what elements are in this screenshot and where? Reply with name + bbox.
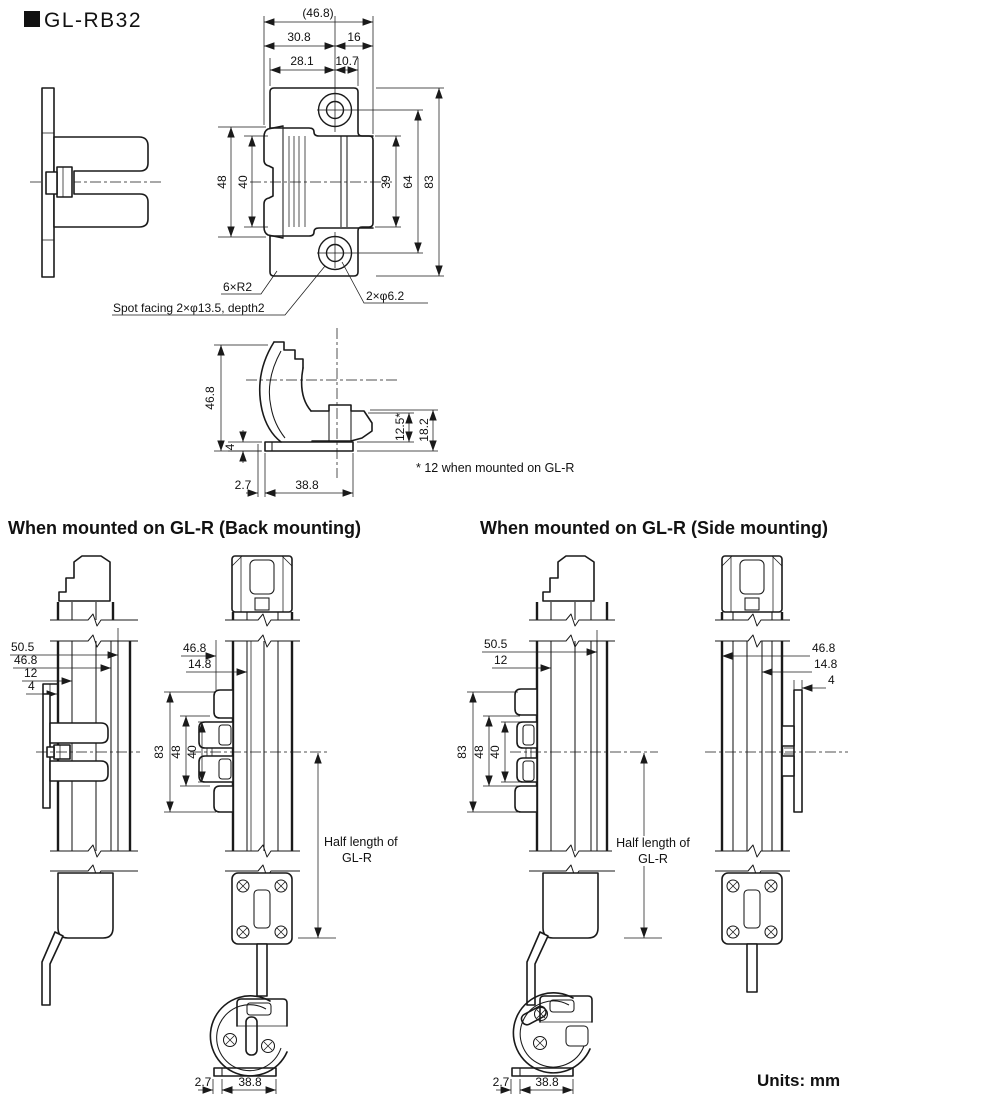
dim-bm-12: 12 [24, 666, 38, 680]
dim-total-height: 83 [422, 175, 436, 189]
dim-smf-48: 48 [472, 745, 486, 759]
bm-front-bottom-head [236, 879, 288, 939]
dim-sms-4: 4 [828, 673, 835, 687]
note-spot-facing: Spot facing 2×φ13.5, depth2 [113, 301, 265, 315]
dim-body-height: 40 [236, 175, 250, 189]
bm-side-dimensions: 50.5 46.8 12 4 [10, 628, 119, 698]
section-sm-dimensions: 2.7 38.8 [493, 1075, 574, 1094]
note-hole-diameter: 2×φ6.2 [366, 289, 404, 303]
units-label: Units: mm [757, 1071, 840, 1090]
section-side-mounting: 2.7 38.8 [493, 992, 593, 1094]
dim-tab-left: 28.1 [290, 54, 314, 68]
dim-base-offset: 2.7 [235, 478, 252, 492]
side-mounting-front-view: 83 48 40 50.5 12 Half length of GL-R [455, 555, 694, 1006]
label-half-length-sm-1: Half length of [616, 836, 690, 850]
profile-view: 46.8 4 12.5* 18.2 2.7 38.8 * 12 when mou… [203, 328, 574, 497]
sm-side-dimensions: 46.8 14.8 4 [722, 641, 838, 692]
label-half-length-sm-2: GL-R [638, 852, 668, 866]
dim-hole-pitch: 64 [401, 175, 415, 189]
profile-footnote: * 12 when mounted on GL-R [416, 461, 574, 475]
dim-sms-14-8: 14.8 [814, 657, 838, 671]
page-title: GL-RB32 [44, 9, 142, 32]
profile-dimensions: 46.8 4 12.5* 18.2 2.7 38.8 * 12 when mou… [203, 344, 574, 497]
dim-section-sm-width: 38.8 [535, 1075, 559, 1089]
dim-rail-height: 39 [379, 175, 393, 189]
dim-bmf-83: 83 [152, 745, 166, 759]
dim-profile-height: 46.8 [203, 386, 217, 410]
dim-overall-width: (46.8) [302, 6, 333, 20]
detail-side-view [30, 87, 164, 278]
dim-bmf-48: 48 [169, 745, 183, 759]
dim-bmf-14-8: 14.8 [188, 657, 212, 671]
dim-smf-40: 40 [488, 745, 502, 759]
dim-base-width: 38.8 [295, 478, 319, 492]
bm-front-dimensions: 83 48 40 46.8 14.8 Half length of GL-R [152, 640, 398, 939]
dim-slot-height: 12.5* [393, 413, 407, 441]
heading-back-mounting: When mounted on GL-R (Back mounting) [8, 518, 361, 538]
sm-side-bottom-head [726, 879, 778, 939]
dim-bm-4: 4 [28, 679, 35, 693]
side-mounting-side-view: 46.8 14.8 4 [705, 555, 848, 993]
dim-grip-height: 48 [215, 175, 229, 189]
profile-outline [258, 341, 373, 452]
label-backdrop [612, 836, 694, 866]
note-corner-radius: 6×R2 [223, 280, 252, 294]
dim-edge-height: 18.2 [417, 418, 431, 442]
dim-smf-83: 83 [455, 745, 469, 759]
dim-section-bm-width: 38.8 [238, 1075, 262, 1089]
bm-front-bracket [198, 689, 234, 813]
dim-smf-50-5: 50.5 [484, 637, 508, 651]
dim-base-thickness: 4 [223, 443, 237, 450]
dim-tab-right: 10.7 [335, 54, 359, 68]
title-square-icon [24, 11, 40, 27]
dim-w-right: 16 [347, 30, 361, 44]
dim-section-sm-off: 2.7 [493, 1075, 510, 1089]
sm-front-bracket [514, 688, 538, 813]
dim-bmf-46-8: 46.8 [183, 641, 207, 655]
dim-smf-12: 12 [494, 653, 508, 667]
section-bm-dimensions: 2.7 38.8 [195, 1075, 277, 1094]
dim-section-bm-off: 2.7 [195, 1075, 212, 1089]
dim-bmf-40: 40 [185, 745, 199, 759]
back-mounting-side-view: 50.5 46.8 12 4 [10, 555, 140, 1006]
dim-w-left: 30.8 [287, 30, 311, 44]
label-half-length-bm-2: GL-R [342, 851, 372, 865]
heading-side-mounting: When mounted on GL-R (Side mounting) [480, 518, 828, 538]
label-half-length-bm-1: Half length of [324, 835, 398, 849]
back-mounting-front-view: 83 48 40 46.8 14.8 Half length of GL-R [152, 555, 398, 997]
detail-front-view: (46.8) 30.8 16 28.1 10.7 48 40 39 64 83 … [112, 6, 444, 316]
sm-front-dimensions: 83 48 40 50.5 12 Half length of GL-R [455, 630, 694, 939]
detail-front-notes: 6×R2 2×φ6.2 Spot facing 2×φ13.5, depth2 [112, 261, 428, 316]
section-back-mounting: 2.7 38.8 [195, 995, 288, 1094]
title-block: GL-RB32 [24, 9, 142, 32]
detail-front-dimensions: (46.8) 30.8 16 28.1 10.7 48 40 39 64 83 [215, 6, 444, 277]
dim-bm-46-8: 46.8 [14, 653, 38, 667]
dim-sms-46-8: 46.8 [812, 641, 836, 655]
dim-bm-50-5: 50.5 [11, 640, 35, 654]
